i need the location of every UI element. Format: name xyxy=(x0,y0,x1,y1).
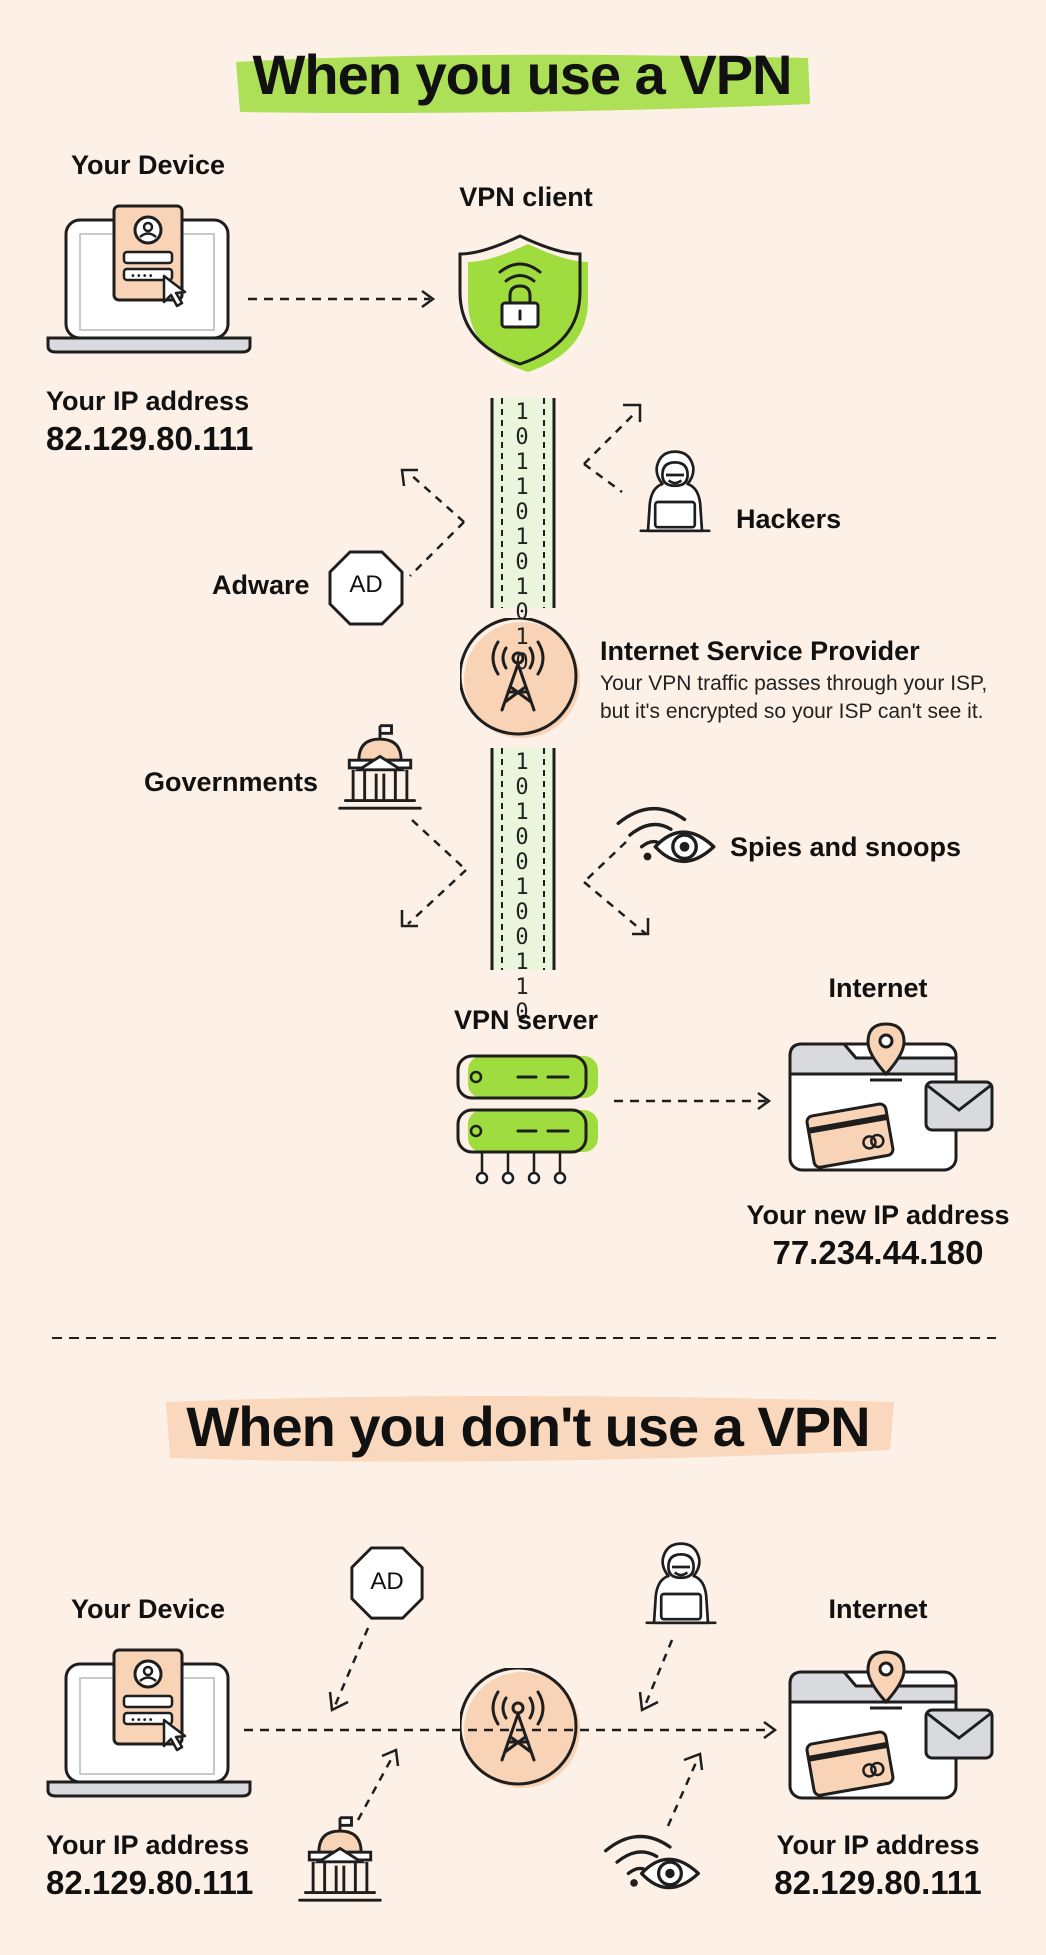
hacker-icon xyxy=(639,450,711,533)
section-title-no-vpn: When you don't use a VPN xyxy=(186,1395,870,1458)
vpn-client-label: VPN client xyxy=(459,182,593,212)
isp-description-line2: but it's encrypted so your ISP can't see… xyxy=(600,700,984,723)
governments-label: Governments xyxy=(144,767,319,797)
browser-window-icon xyxy=(790,1652,992,1798)
government-building-icon xyxy=(338,724,422,810)
internet-ip-value: 82.129.80.111 xyxy=(774,1864,982,1901)
spies-label: Spies and snoops xyxy=(730,832,962,862)
isp-title: Internet Service Provider xyxy=(600,636,920,666)
wifi-eye-icon xyxy=(604,1834,700,1890)
shield-lock-icon xyxy=(458,234,588,372)
device-ip-label: Your IP address xyxy=(46,386,250,416)
internet-label: Internet xyxy=(828,973,928,1003)
device-ip-value: 82.129.80.111 xyxy=(46,1864,254,1901)
internet-ip-label: Your IP address xyxy=(776,1830,980,1860)
wifi-eye-icon xyxy=(616,806,716,864)
new-ip-value: 77.234.44.180 xyxy=(772,1234,984,1271)
isp-description-line1: Your VPN traffic passes through your ISP… xyxy=(600,672,988,695)
device-label: Your Device xyxy=(70,1594,226,1624)
device-label: Your Device xyxy=(70,150,226,180)
hackers-label: Hackers xyxy=(736,504,842,534)
laptop-login-icon xyxy=(46,204,252,354)
ad-icon-text: AD xyxy=(370,1568,404,1595)
adware-label: Adware xyxy=(212,570,310,600)
antenna-tower-icon xyxy=(460,1668,582,1790)
tunnel-binary-bottom: 10100100110 xyxy=(515,750,529,1025)
browser-window-icon xyxy=(790,1024,992,1170)
hacker-icon xyxy=(645,1542,717,1625)
ad-icon-text: AD xyxy=(349,571,383,598)
vpn-server-label: VPN server xyxy=(453,1005,599,1035)
device-ip-label: Your IP address xyxy=(46,1830,250,1860)
device-ip-value: 82.129.80.111 xyxy=(46,420,254,457)
government-building-icon xyxy=(298,1816,382,1902)
new-ip-label: Your new IP address xyxy=(746,1200,1010,1230)
server-rack-icon xyxy=(456,1054,598,1185)
page-title: When you use a VPN xyxy=(252,43,793,106)
laptop-login-icon xyxy=(46,1648,252,1798)
internet-label: Internet xyxy=(828,1594,928,1624)
tunnel-binary-top: 10110101010 xyxy=(515,400,529,675)
